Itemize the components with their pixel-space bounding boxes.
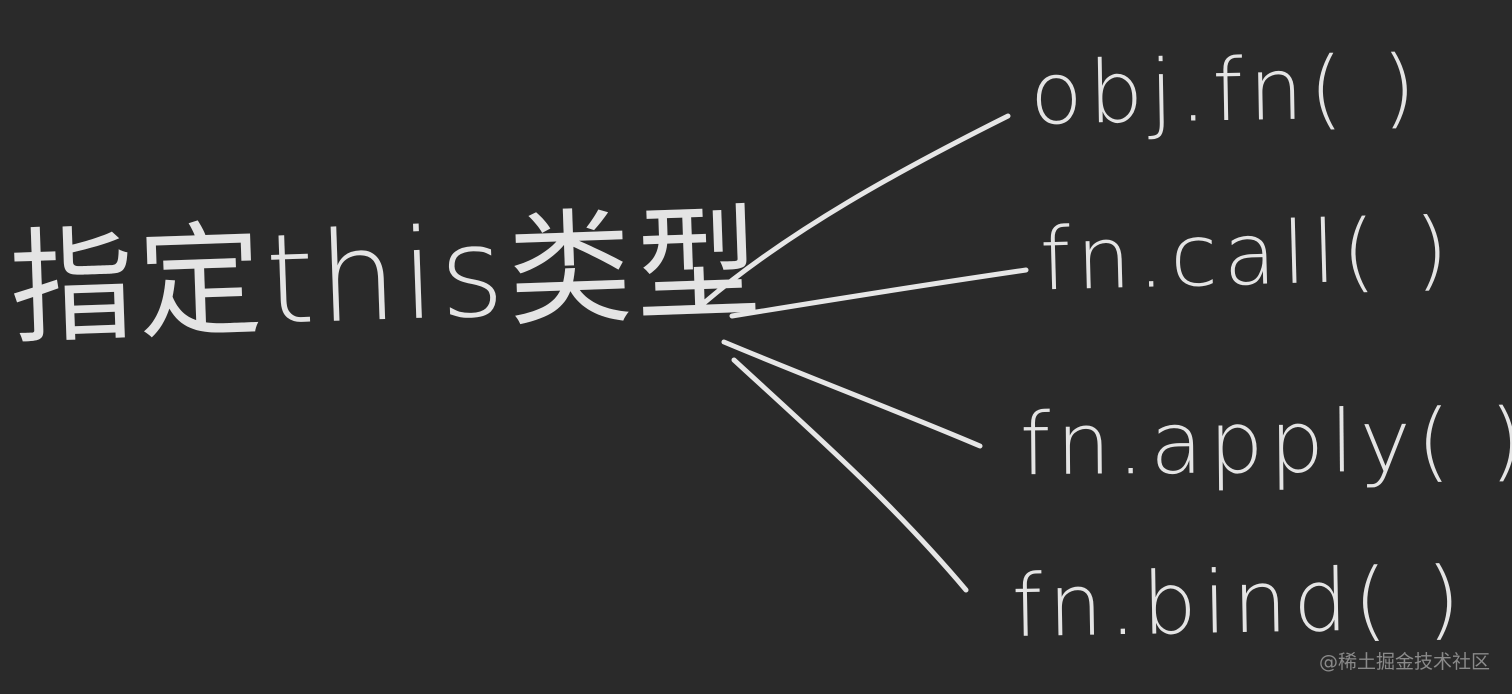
root-node-label: 指定this类型: [7, 191, 767, 362]
edge-to-obj-fn: [701, 113, 1011, 306]
method-fn-apply: fn.apply( ): [1019, 390, 1512, 496]
edge-to-fn-apply: [721, 339, 983, 449]
watermark-text: @稀土掘金技术社区: [1318, 651, 1490, 673]
method-obj-fn: obj.fn( ): [1029, 37, 1423, 145]
edge-to-fn-call: [729, 267, 1029, 319]
method-fn-bind: fn.bind( ): [1011, 549, 1467, 657]
method-fn-call: fn.call( ): [1038, 199, 1456, 311]
edge-to-fn-bind: [731, 357, 969, 593]
